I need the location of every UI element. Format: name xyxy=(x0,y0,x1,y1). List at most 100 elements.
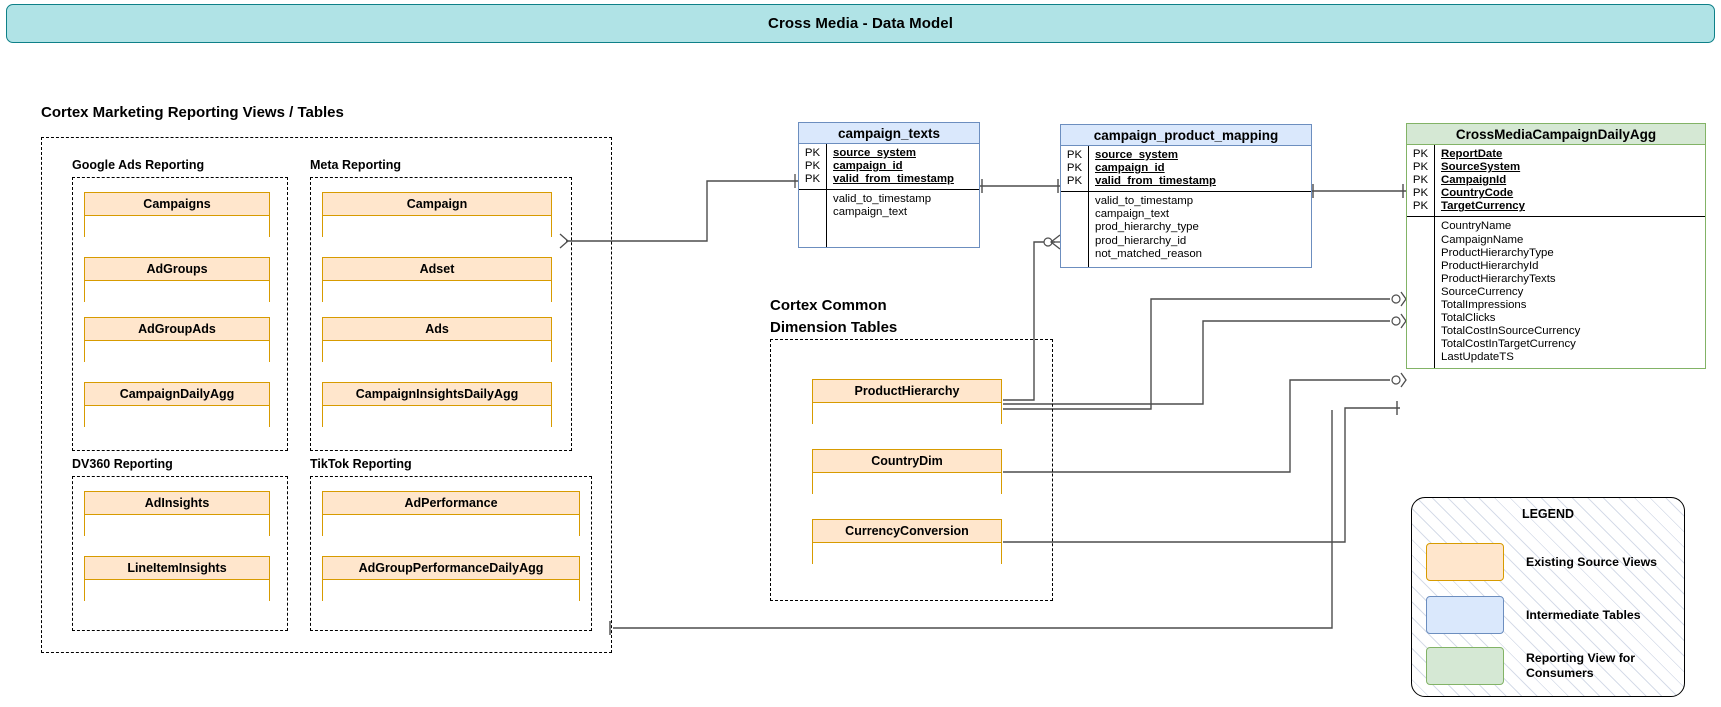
dimension-table-countrydim-title: CountryDim xyxy=(813,450,1001,473)
key-marker: PK xyxy=(804,160,821,173)
marketing-section-container xyxy=(41,137,612,653)
key-field: valid_from_timestamp xyxy=(833,173,954,186)
entity-campaign-product-mapping-keys: PK PK PK source_system campaign_id valid… xyxy=(1061,146,1311,192)
legend-panel: LEGEND Existing Source Views Intermediat… xyxy=(1411,497,1685,697)
entity-crossmedia-campaign-daily-agg-title: CrossMediaCampaignDailyAgg xyxy=(1407,124,1705,145)
entity-campaign-texts-fields: valid_to_timestamp campaign_text xyxy=(799,189,979,248)
legend-swatch-orange xyxy=(1426,543,1504,581)
field: prod_hierarchy_type xyxy=(1095,221,1199,234)
group-container-tiktok xyxy=(310,476,592,631)
field: TotalCostInSourceCurrency xyxy=(1441,325,1581,338)
source-view-adperformance[interactable]: AdPerformance xyxy=(322,491,580,536)
key-marker: PK xyxy=(1412,148,1429,160)
source-view-adset[interactable]: Adset xyxy=(322,257,552,302)
source-view-campaigndailyagg-body xyxy=(85,406,269,427)
field: CampaignName xyxy=(1441,233,1524,246)
source-view-adgroupads-title: AdGroupAds xyxy=(85,318,269,341)
key-marker: PK xyxy=(1066,175,1083,188)
source-view-campaigns[interactable]: Campaigns xyxy=(84,192,270,237)
legend-swatch-blue xyxy=(1426,596,1504,634)
legend-label-reporting-view: Reporting View for Consumers xyxy=(1526,651,1636,680)
field: CountryName xyxy=(1441,220,1512,233)
field-column: CountryName CampaignName ProductHierarch… xyxy=(1435,217,1705,368)
group-title-meta: Meta Reporting xyxy=(310,158,401,172)
key-field: valid_from_timestamp xyxy=(1095,175,1216,188)
dimension-table-currencyconversion-title: CurrencyConversion xyxy=(813,520,1001,543)
entity-crossmedia-fields: CountryName CampaignName ProductHierarch… xyxy=(1407,216,1705,369)
group-container-google-ads xyxy=(72,177,288,451)
key-marker-column: PK PK PK xyxy=(799,144,827,190)
entity-campaign-texts[interactable]: campaign_texts PK PK PK source_system ca… xyxy=(798,122,980,249)
field: TotalCostInTargetCurrency xyxy=(1441,338,1576,351)
field: valid_to_timestamp xyxy=(833,193,932,206)
key-marker-column-empty xyxy=(1061,192,1089,268)
entity-crossmedia-campaign-daily-agg[interactable]: CrossMediaCampaignDailyAgg PK PK PK PK P… xyxy=(1406,123,1706,370)
source-view-adgroups-body xyxy=(85,281,269,302)
key-marker: PK xyxy=(1412,174,1429,187)
source-view-ads-body xyxy=(323,341,551,362)
source-view-campaign-title: Campaign xyxy=(323,193,551,216)
diagram-title: Cross Media - Data Model xyxy=(768,15,953,32)
field-column: valid_to_timestamp campaign_text xyxy=(827,190,979,247)
dimension-section-container xyxy=(770,339,1053,601)
source-view-adinsights-body xyxy=(85,515,269,536)
key-marker: PK xyxy=(804,173,821,186)
dimension-table-producthierarchy[interactable]: ProductHierarchy xyxy=(812,379,1002,424)
key-field: SourceSystem xyxy=(1441,161,1521,174)
source-view-adgroupads[interactable]: AdGroupAds xyxy=(84,317,270,362)
dimension-table-countrydim-body xyxy=(813,473,1001,494)
group-title-tiktok: TikTok Reporting xyxy=(310,457,412,471)
source-view-adgroups[interactable]: AdGroups xyxy=(84,257,270,302)
source-view-adgroupperformancedailyagg[interactable]: AdGroupPerformanceDailyAgg xyxy=(322,556,580,601)
source-view-campaigndailyagg[interactable]: CampaignDailyAgg xyxy=(84,382,270,427)
dimension-table-countrydim[interactable]: CountryDim xyxy=(812,449,1002,494)
key-marker: PK xyxy=(1412,187,1429,200)
source-view-campaign[interactable]: Campaign xyxy=(322,192,552,237)
entity-campaign-texts-keys: PK PK PK source_system campaign_id valid… xyxy=(799,144,979,190)
key-field: campaign_id xyxy=(833,160,903,173)
legend-label-intermediate-tables: Intermediate Tables xyxy=(1526,607,1641,622)
entity-campaign-texts-title: campaign_texts xyxy=(799,123,979,144)
entity-crossmedia-keys: PK PK PK PK PK ReportDate SourceSystem C… xyxy=(1407,145,1705,217)
field: SourceCurrency xyxy=(1441,285,1524,298)
source-view-campaigninsightsdailyagg-body xyxy=(323,406,551,427)
legend-label-existing-source-views: Existing Source Views xyxy=(1526,554,1657,569)
key-field: TargetCurrency xyxy=(1441,200,1525,213)
source-view-adperformance-title: AdPerformance xyxy=(323,492,579,515)
field: LastUpdateTS xyxy=(1441,351,1514,364)
key-field: CountryCode xyxy=(1441,187,1514,200)
key-marker: PK xyxy=(1412,200,1429,213)
source-view-campaign-body xyxy=(323,216,551,237)
key-marker-column-empty xyxy=(1407,217,1435,369)
field: ProductHierarchyType xyxy=(1441,246,1554,259)
legend-swatch-green xyxy=(1426,647,1504,685)
source-view-adgroups-title: AdGroups xyxy=(85,258,269,281)
field: campaign_text xyxy=(1095,208,1170,221)
key-field: campaign_id xyxy=(1095,162,1165,175)
legend-item-intermediate-tables: Intermediate Tables xyxy=(1426,596,1641,634)
dimension-table-currencyconversion[interactable]: CurrencyConversion xyxy=(812,519,1002,564)
group-container-meta xyxy=(310,177,572,451)
diagram-title-banner: Cross Media - Data Model xyxy=(6,4,1715,43)
legend-title: LEGEND xyxy=(1521,507,1575,521)
dimension-table-currencyconversion-body xyxy=(813,543,1001,564)
key-marker-column: PK PK PK PK PK xyxy=(1407,145,1435,217)
source-view-adgroupads-body xyxy=(85,341,269,362)
key-marker-column: PK PK PK xyxy=(1061,146,1089,192)
entity-campaign-product-mapping[interactable]: campaign_product_mapping PK PK PK source… xyxy=(1060,124,1312,269)
legend-item-existing-source-views: Existing Source Views xyxy=(1426,543,1657,581)
field: valid_to_timestamp xyxy=(1095,195,1194,208)
source-view-lineiteminsights[interactable]: LineItemInsights xyxy=(84,556,270,601)
source-view-campaigninsightsdailyagg-title: CampaignInsightsDailyAgg xyxy=(323,383,551,406)
key-field-column: source_system campaign_id valid_from_tim… xyxy=(827,144,979,189)
source-view-adinsights[interactable]: AdInsights xyxy=(84,491,270,536)
key-field: source_system xyxy=(1095,149,1178,161)
source-view-ads[interactable]: Ads xyxy=(322,317,552,362)
key-marker: PK xyxy=(804,147,821,159)
entity-campaign-product-mapping-title: campaign_product_mapping xyxy=(1061,125,1311,146)
key-field: CampaignId xyxy=(1441,174,1507,187)
source-view-campaigninsightsdailyagg[interactable]: CampaignInsightsDailyAgg xyxy=(322,382,552,427)
source-view-campaigndailyagg-title: CampaignDailyAgg xyxy=(85,383,269,406)
source-view-adgroupperformancedailyagg-body xyxy=(323,580,579,601)
